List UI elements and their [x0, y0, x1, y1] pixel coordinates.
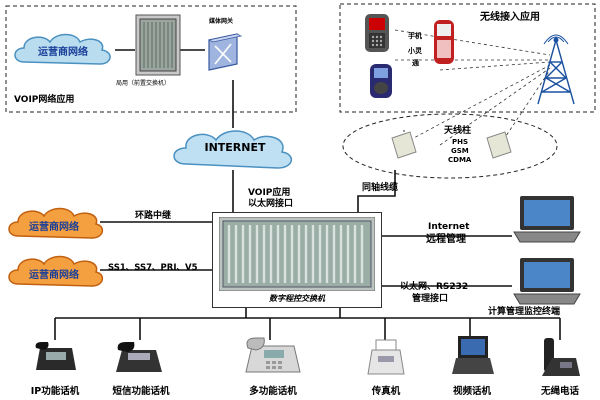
phone-label-3: 通	[412, 59, 419, 67]
operator-network-label-1: 运营商网络	[38, 47, 88, 58]
fax-machine-icon	[367, 339, 405, 375]
ip-phone-label: IP功能话机	[30, 386, 80, 397]
antenna-std-gsm: GSM	[451, 147, 469, 155]
antenna-unit-icon	[486, 131, 512, 159]
voip-app-title: VOIP网络应用	[14, 95, 75, 105]
switch-rack-icon	[219, 217, 375, 291]
cordless-phone-label: 无绳电话	[540, 386, 579, 397]
switch-label: 数字程控交换机	[269, 294, 325, 303]
voip-iface-label-2: 以太网接口	[248, 199, 294, 209]
video-phone-icon	[452, 336, 494, 374]
mgmt-iface-label-1: 以太网、RS232	[400, 282, 469, 292]
cabinet-icon	[135, 14, 181, 76]
flip-phone-icon	[370, 64, 392, 98]
multifunction-phone-icon	[245, 337, 301, 373]
cloud-icon	[8, 255, 104, 287]
phone-label-1: 手机	[408, 32, 422, 40]
signaling-label: SS1、SS7、PRI、V5	[108, 263, 198, 273]
base-station-tower-icon	[537, 34, 575, 105]
sms-phone-icon	[116, 342, 162, 372]
laptop-icon	[513, 196, 581, 243]
ring-trunk-label: 环路中继	[135, 211, 172, 221]
media-gateway-label: 媒体网关	[209, 18, 234, 25]
antenna-std-phs: PHS	[452, 138, 469, 146]
fax-machine-label: 传真机	[371, 386, 401, 397]
ip-phone-icon	[35, 342, 76, 370]
video-phone-label: 视频话机	[452, 386, 491, 397]
internet-cloud-icon	[173, 130, 292, 169]
cordless-phone-icon	[542, 338, 580, 376]
monitor-terminal-label: 计算管理监控终端	[488, 307, 561, 317]
multifunction-phone-label: 多功能话机	[249, 386, 297, 397]
cloud-icon	[14, 33, 111, 65]
internet-label: INTERNET	[204, 141, 266, 154]
wireless-app-title: 无线接入应用	[480, 12, 540, 23]
office-switch-label: 局用（前置交换机）	[116, 80, 171, 87]
laptop-icon	[513, 258, 581, 305]
phs-phone-icon	[434, 20, 454, 64]
phone-label-2: 小灵	[408, 47, 422, 55]
operator-network-label-3: 运营商网络	[29, 270, 79, 281]
sms-phone-label: 短信功能话机	[112, 386, 170, 397]
cloud-icon	[8, 207, 104, 239]
coax-cable-label: 同轴线缆	[362, 183, 399, 193]
voip-iface-label-1: VOIP应用	[248, 188, 291, 198]
remote-mgmt-label-1: Internet	[428, 222, 470, 232]
mgmt-iface-label-2: 管理接口	[412, 294, 449, 304]
digital-switch: 数字程控交换机	[212, 212, 382, 308]
remote-mgmt-label-2: 远程管理	[426, 234, 466, 245]
antenna-std-cdma: CDMA	[448, 156, 472, 164]
operator-network-label-2: 运营商网络	[29, 222, 79, 233]
antenna-unit-icon	[391, 130, 417, 159]
mobile-phone-icon	[365, 14, 389, 52]
antenna-title: 天线柱	[444, 126, 472, 136]
gateway-icon	[207, 33, 243, 71]
